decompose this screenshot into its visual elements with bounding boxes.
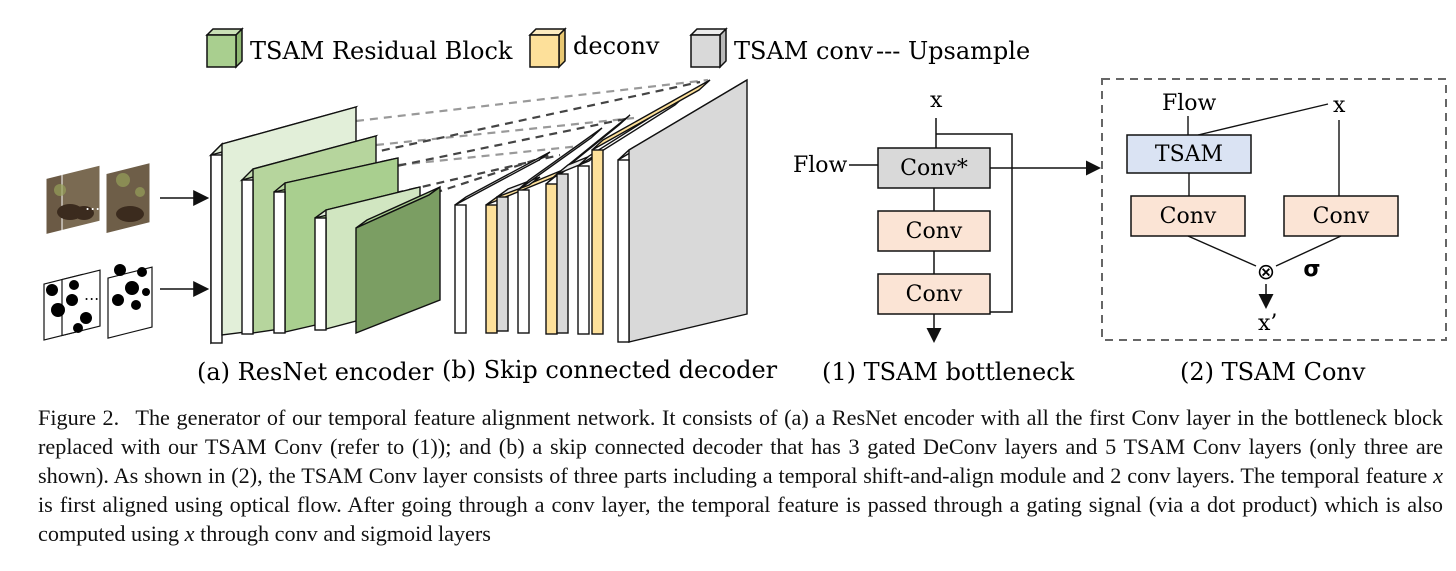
tsam-conv-detail: Flow x TSAM Conv Conv ⊗ σ x’: [1101, 78, 1447, 341]
caption-text-1: The generator of our temporal feature al…: [38, 405, 1443, 488]
tsam-output-label: x’: [1258, 311, 1277, 336]
bottleneck-input-x: x: [930, 88, 943, 113]
svg-text:...: ...: [84, 285, 99, 304]
tsam-conv-left-box: [1130, 195, 1246, 237]
tsam-bottleneck: x Flow Conv* Conv Conv: [793, 88, 1101, 343]
tsam-box-label: TSAM: [1155, 142, 1223, 167]
panel-b-label: (b) Skip connected decoder: [442, 356, 778, 384]
svg-text:...: ...: [85, 195, 100, 214]
legend-green-cube-icon: [205, 27, 244, 69]
tsam-flow-label: Flow: [1162, 91, 1217, 116]
figure-caption: Figure 2. The generator of our temporal …: [38, 403, 1443, 548]
figure-diagram: TSAM Residual Block deconv TSAM conv ---…: [43, 27, 1447, 386]
caption-math-x-2: x: [184, 521, 195, 546]
legend-green-label: TSAM Residual Block: [250, 37, 513, 65]
panel-2-label: (2) TSAM Conv: [1180, 358, 1366, 386]
conv-box-2: [877, 273, 991, 315]
caption-text-2: is first aligned using optical flow. Aft…: [38, 492, 1443, 546]
legend-yellow-cube-icon: [528, 27, 567, 69]
tsam-conv-right-label: Conv: [1313, 204, 1370, 229]
caption-figure-label: Figure 2.: [38, 405, 120, 430]
legend-gray-cube-icon: [689, 27, 728, 69]
decoder-blocks: [454, 78, 748, 343]
tsam-conv-left-label: Conv: [1160, 204, 1217, 229]
panel-a-label: (a) ResNet encoder: [197, 358, 434, 386]
diagram-svg: TSAM Residual Block deconv TSAM conv ---…: [43, 27, 1447, 386]
tsam-conv-right-box: [1283, 195, 1399, 237]
input-mask-frames: ...: [43, 264, 153, 341]
caption-math-x-1: x: [1433, 463, 1443, 488]
conv-star-label: Conv*: [900, 156, 968, 181]
panel-1-label: (1) TSAM bottleneck: [822, 358, 1075, 386]
decoder-block-3: [577, 78, 748, 343]
legend-yellow-label: deconv: [573, 32, 660, 60]
input-video-frames: ...: [45, 161, 151, 236]
caption-paragraph: Figure 2. The generator of our temporal …: [38, 403, 1443, 548]
tsam-conv-dashed-frame: [1101, 78, 1447, 341]
bottleneck-flow-label: Flow: [793, 153, 848, 178]
otimes-icon: ⊗: [1257, 260, 1275, 285]
conv-label-2: Conv: [906, 282, 963, 307]
encoder-blocks: [208, 105, 441, 345]
legend-gray-label: TSAM conv: [734, 37, 873, 65]
tsam-input-x: x: [1333, 93, 1346, 118]
decoder-block-2: [517, 114, 631, 335]
conv-label-1: Conv: [906, 219, 963, 244]
legend-upsample-label: --- Upsample: [876, 37, 1030, 65]
legend: TSAM Residual Block deconv TSAM conv ---…: [205, 27, 1030, 69]
sigmoid-icon: σ: [1303, 257, 1320, 282]
encoder-block-5: [355, 185, 441, 335]
tsam-box: [1126, 134, 1252, 174]
caption-text-3: through conv and sigmoid layers: [194, 521, 491, 546]
